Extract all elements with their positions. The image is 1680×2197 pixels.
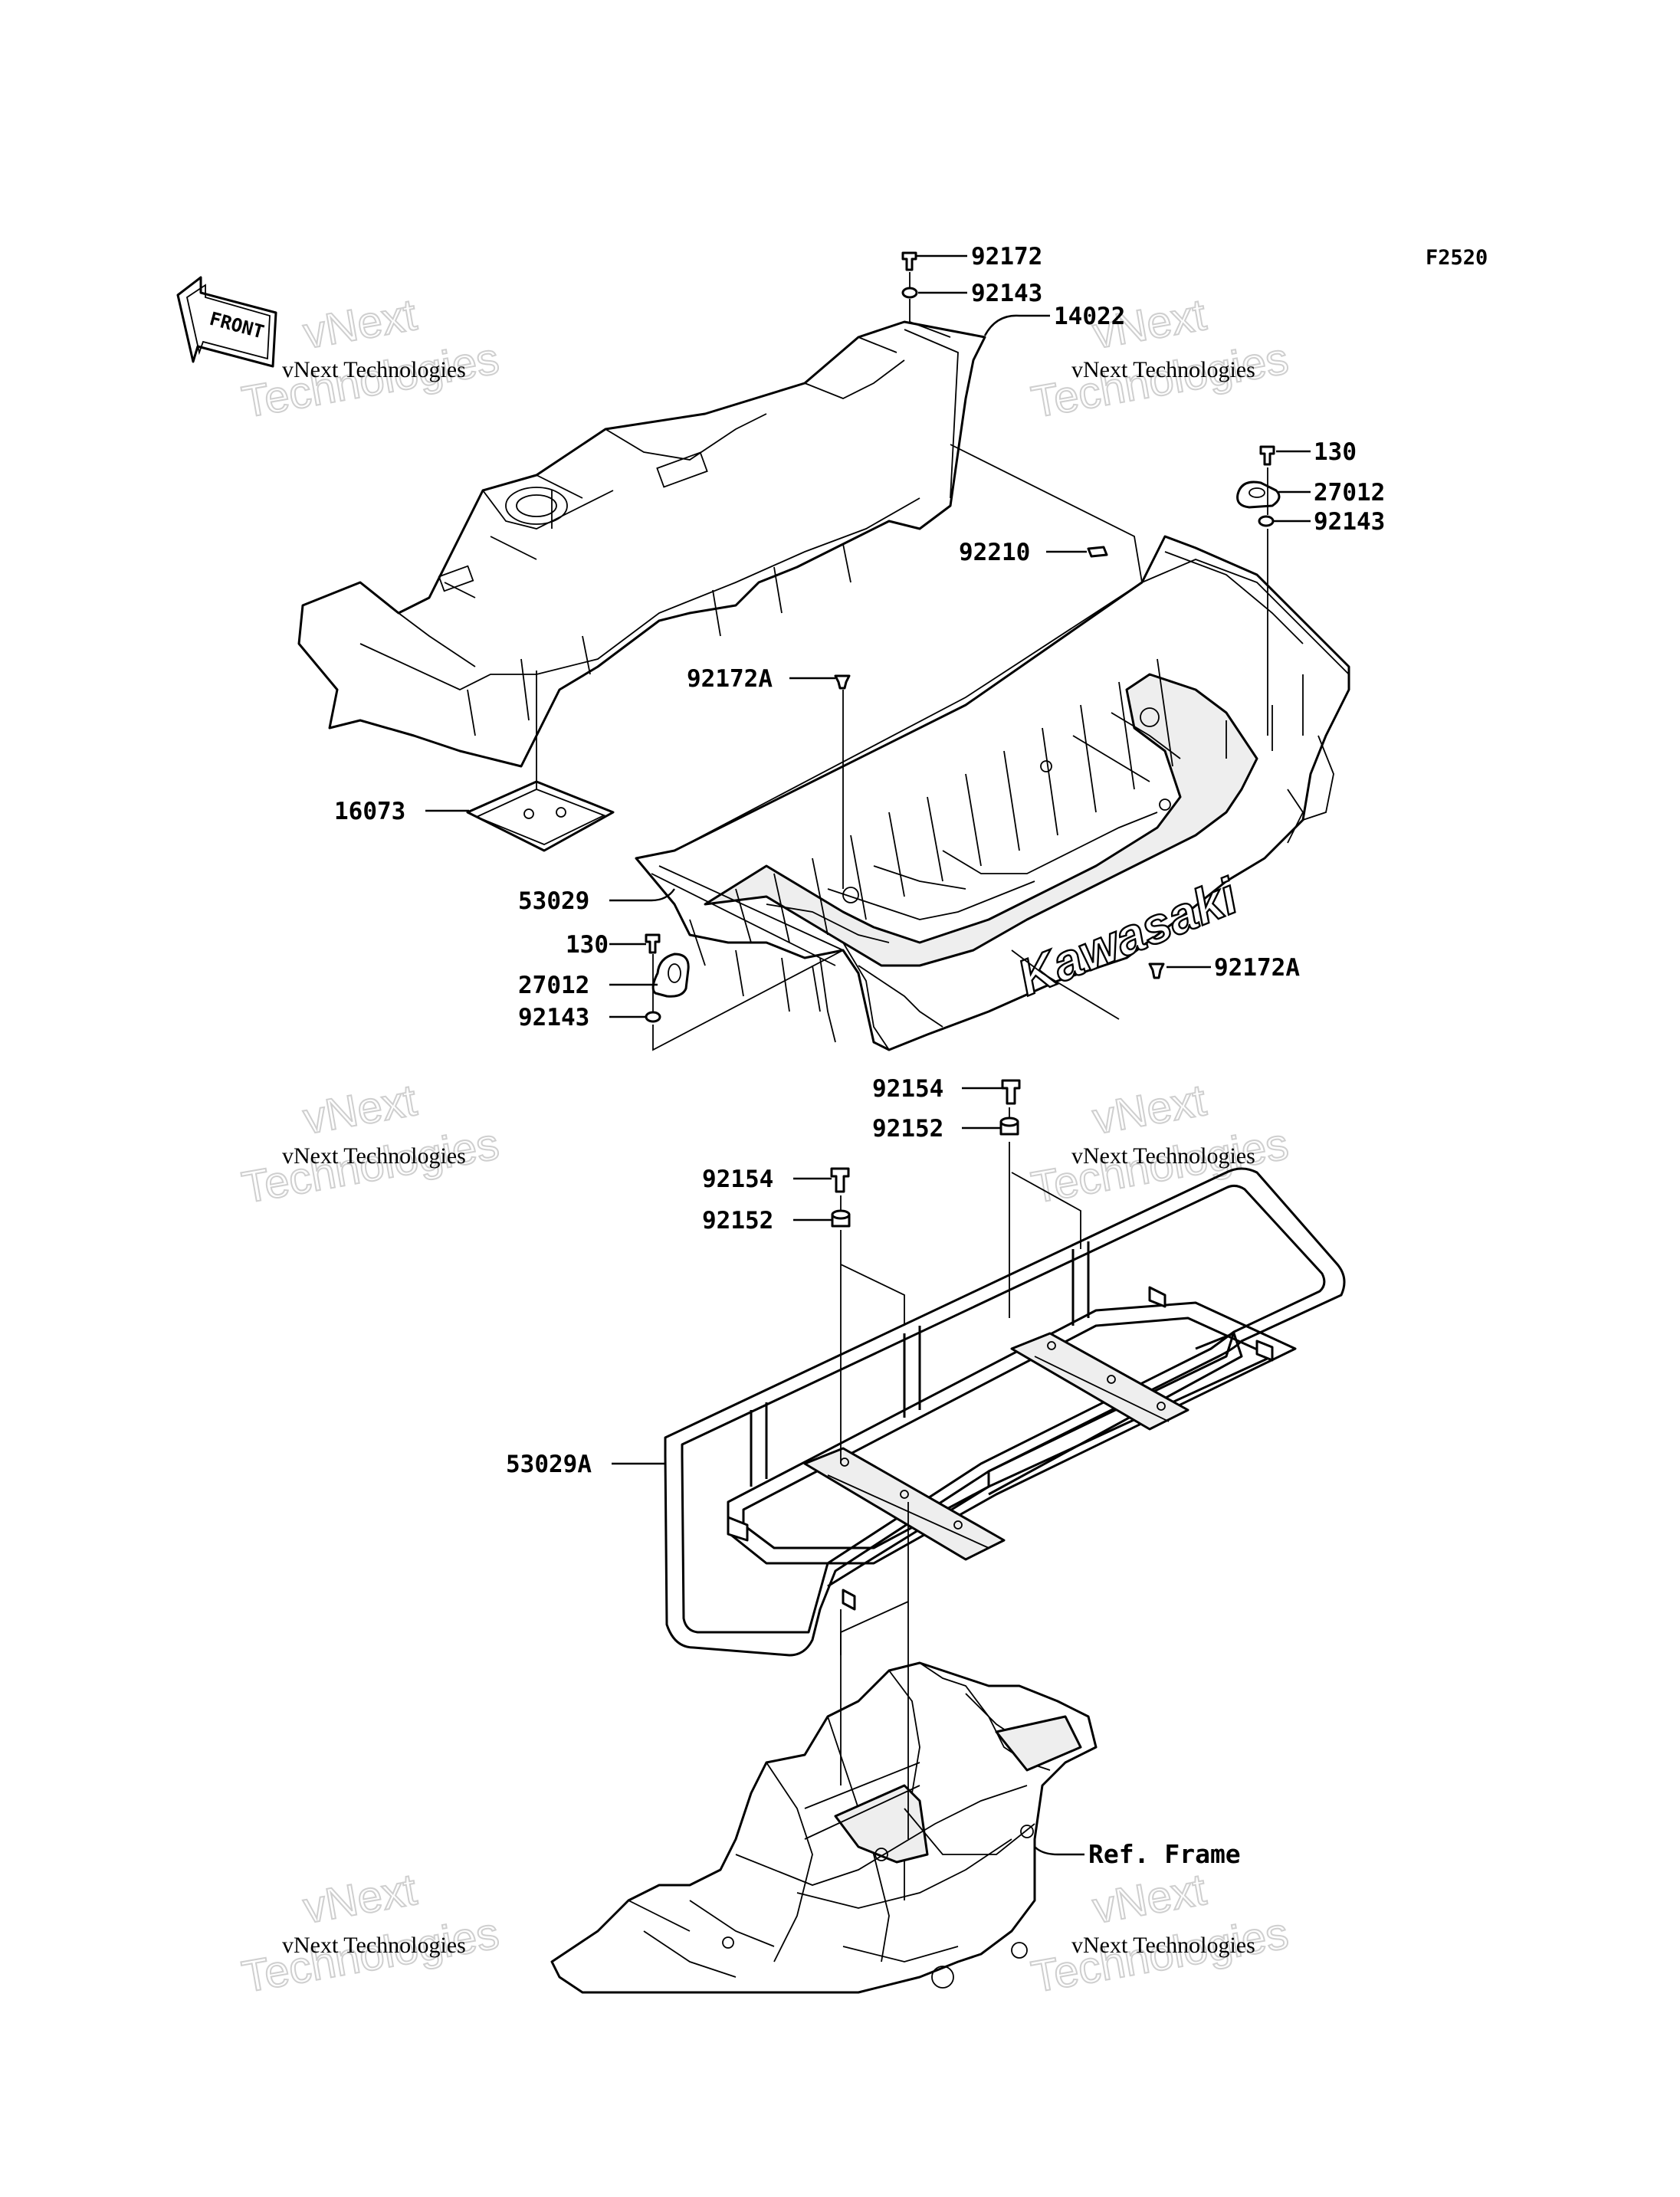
screw-92172A-icon (834, 674, 851, 690)
clip-92210-icon (1087, 546, 1108, 558)
watermark-top-left: vNext Technologies vNext Technologies (238, 289, 504, 428)
callout-92152: 92152 (872, 1115, 943, 1143)
diagram-code: F2520 (1426, 246, 1488, 270)
callout-92143: 92143 (1314, 508, 1385, 536)
assembly-guide-lines (536, 272, 1268, 1839)
watermark-vnext-text: vNext (300, 1864, 420, 1933)
bolt-130-icon (1259, 445, 1275, 466)
callout-92172A: 92172A (1214, 954, 1300, 982)
tie-down-27012-icon (1236, 480, 1281, 509)
callout-labels: 92172 92143 14022 130 27012 92143 92210 … (334, 243, 1385, 1869)
vehicle-frame (550, 1661, 1098, 1994)
front-direction-icon: FRONT (176, 276, 277, 368)
screw-92172A-icon (1148, 962, 1165, 979)
bolt-92154-icon (830, 1167, 850, 1193)
callout-130: 130 (1314, 438, 1357, 466)
washer-92143-icon (645, 1011, 661, 1023)
watermark-vnext-text: vNext (1089, 1075, 1209, 1144)
cargo-frame-53029A (664, 1167, 1346, 1657)
bolt-92172-icon (901, 251, 917, 271)
callout-92172: 92172 (971, 243, 1042, 271)
watermark-bottom-left: vNext Technologies vNext Technologies (238, 1864, 504, 2003)
callout-53029: 53029 (518, 887, 589, 915)
callout-16073: 16073 (334, 798, 405, 825)
callout-92152: 92152 (702, 1207, 773, 1235)
callout-92143: 92143 (518, 1004, 589, 1031)
watermark-vnext-text: vNext (300, 290, 420, 359)
watermark-label: vNext Technologies (282, 1933, 466, 1958)
bolt-130-icon (645, 933, 661, 954)
watermark-label: vNext Technologies (282, 1143, 466, 1169)
callout-92210: 92210 (959, 539, 1030, 566)
watermark-bottom-right: vNext Technologies vNext Technologies (1027, 1864, 1293, 2003)
washer-92143-icon (901, 287, 918, 299)
washer-92143-icon (1258, 515, 1275, 527)
watermark-label: vNext Technologies (1071, 1143, 1255, 1169)
watermark-mid-left: vNext Technologies vNext Technologies (238, 1074, 504, 1214)
callout-130: 130 (566, 931, 609, 959)
bolt-92154-icon (1001, 1079, 1021, 1105)
fastener-icons (645, 251, 1281, 1228)
callout-27012: 27012 (1314, 479, 1385, 507)
callout-92154: 92154 (872, 1075, 943, 1103)
plate-16073 (466, 780, 615, 852)
watermark-label: vNext Technologies (1071, 357, 1255, 382)
watermark-label: vNext Technologies (1071, 1933, 1255, 1958)
watermark-mid-right: vNext Technologies vNext Technologies (1027, 1074, 1293, 1214)
watermark-vnext-text: vNext (300, 1075, 420, 1144)
bed-cover-14022 (297, 320, 986, 768)
callout-53029A: 53029A (506, 1451, 592, 1478)
callout-92154: 92154 (702, 1166, 773, 1193)
watermark-label: vNext Technologies (282, 357, 466, 382)
callout-ref-frame: Ref. Frame (1088, 1839, 1241, 1869)
watermark-vnext-text: vNext (1089, 1864, 1209, 1933)
callout-14022: 14022 (1054, 303, 1125, 330)
tie-down-27012-icon (651, 953, 690, 998)
callout-92172A: 92172A (687, 665, 773, 693)
callout-92143: 92143 (971, 280, 1042, 307)
callout-27012: 27012 (518, 972, 589, 999)
leader-lines (425, 254, 1311, 1856)
